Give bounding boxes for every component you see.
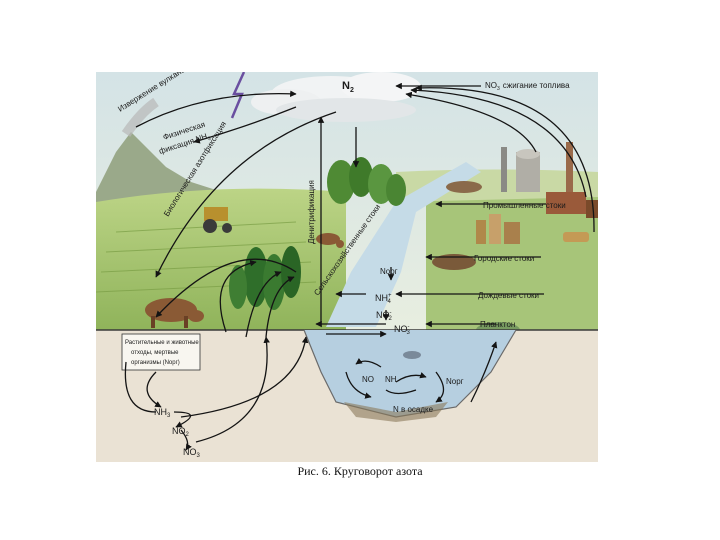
plankton-label: Планктон — [480, 320, 515, 329]
organic-waste-line-3: организмы (Nорг) — [131, 360, 180, 366]
norg-water-label: Nорг — [446, 377, 464, 386]
tank-icon — [446, 181, 482, 193]
denitrification-label: Денитрификация — [307, 180, 316, 244]
sediment-label: N в осадке — [393, 405, 434, 414]
car-icon — [563, 232, 589, 242]
nh4-water-label: NH — [385, 375, 397, 384]
no3-water-label: NO — [362, 375, 374, 384]
figure-caption: Рис. 6. Круговорот азота — [0, 464, 720, 479]
fish-icon — [403, 351, 421, 359]
rain-runoff-label: Дождевые стоки — [478, 291, 539, 300]
norg-river-label: Nорг — [380, 267, 398, 276]
industrial-runoff-label: Промышленные стоки — [483, 201, 566, 210]
organic-waste-line-1: Растительные и животные — [125, 340, 199, 346]
urban-runoff-label: Городские стоки — [474, 254, 534, 263]
organic-waste-line-2: отходы, мертвые — [131, 350, 179, 356]
